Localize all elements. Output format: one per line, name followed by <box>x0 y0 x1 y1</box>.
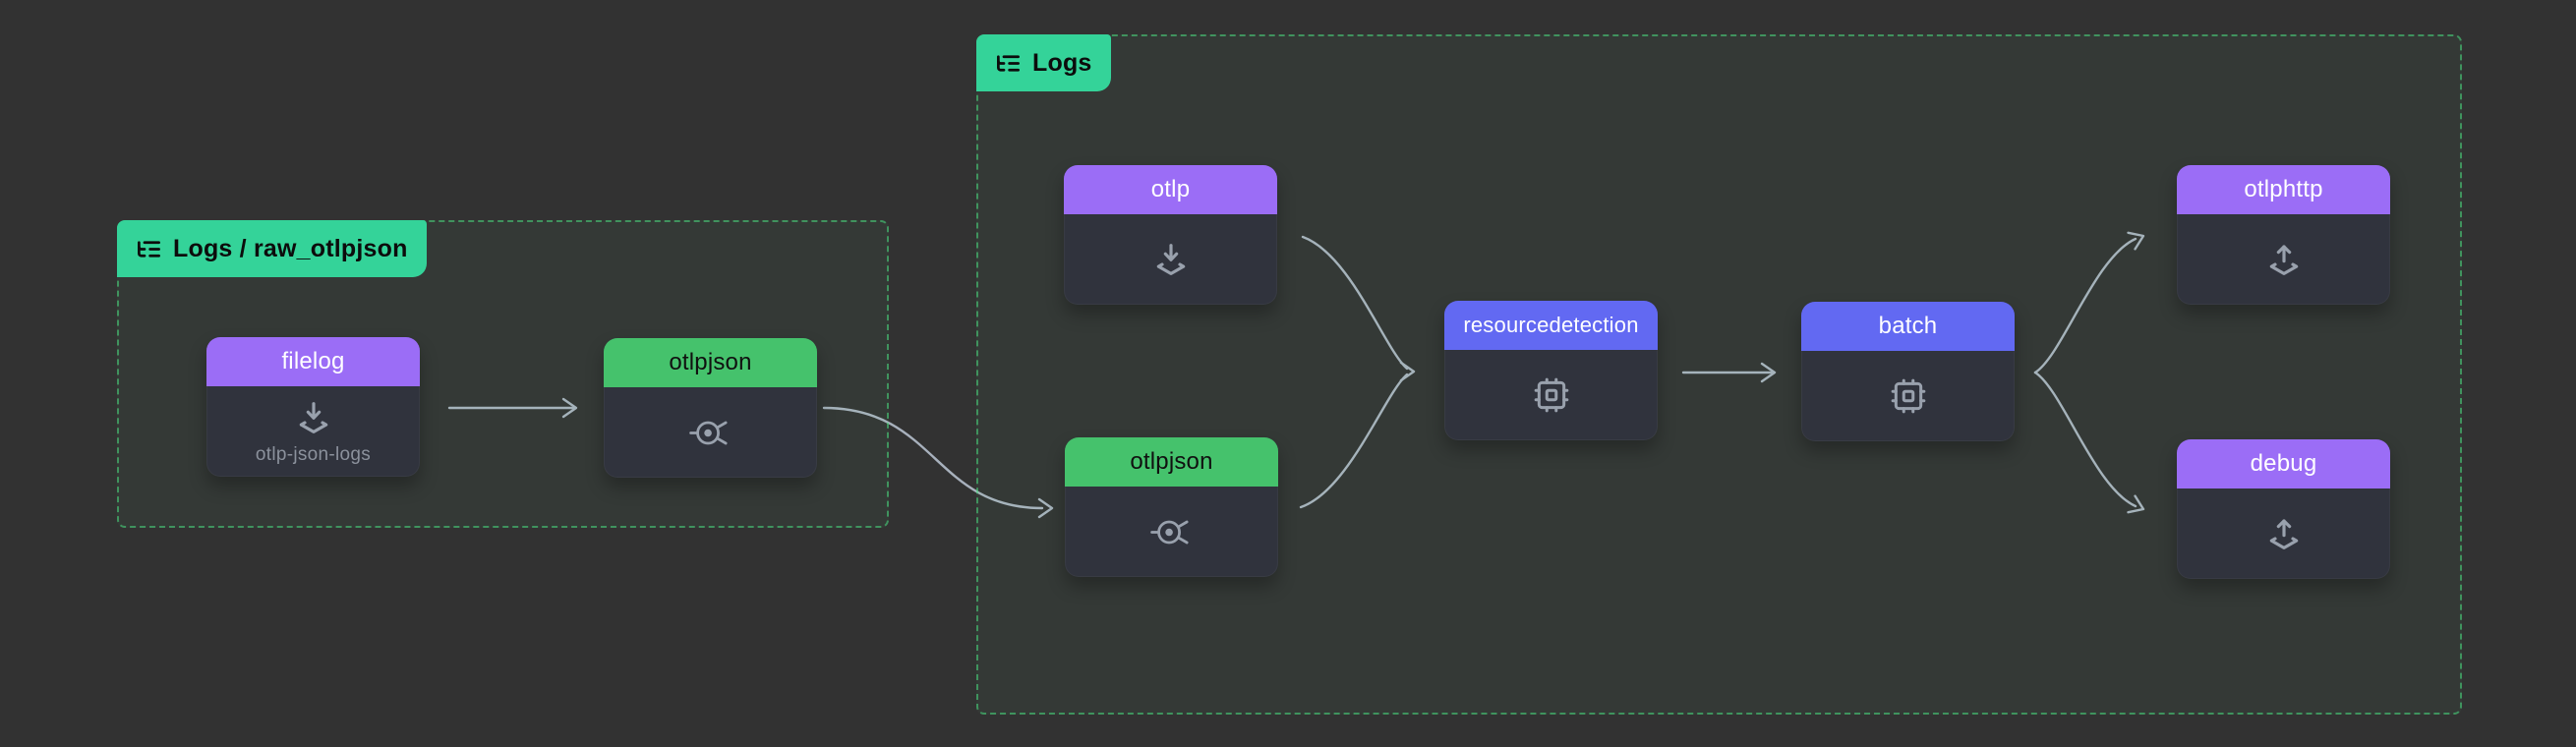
receiver-icon <box>299 401 327 433</box>
node-otlphttp[interactable]: otlphttp <box>2177 165 2390 305</box>
group-label-logs[interactable]: Logs <box>976 34 1111 91</box>
receiver-icon <box>1156 244 1185 275</box>
connector-icon <box>688 421 728 444</box>
cpu-icon <box>1534 377 1568 413</box>
node-filelog[interactable]: filelog otlp-json-logs <box>206 337 420 477</box>
group-label-text: Logs / raw_otlpjson <box>173 234 408 262</box>
group-label-logs-raw-otlpjson[interactable]: Logs / raw_otlpjson <box>117 220 427 277</box>
node-label: filelog <box>281 348 345 374</box>
group-label-text: Logs <box>1032 48 1092 77</box>
node-header: filelog <box>206 337 420 386</box>
node-label: otlpjson <box>1130 448 1213 475</box>
node-header: resourcedetection <box>1444 301 1658 350</box>
node-header: otlpjson <box>1065 437 1278 487</box>
node-header: batch <box>1801 302 2015 351</box>
node-otlpjson-logs[interactable]: otlpjson <box>1065 437 1278 577</box>
node-header: otlp <box>1064 165 1277 214</box>
node-label: otlp <box>1150 176 1191 202</box>
node-otlpjson-raw[interactable]: otlpjson <box>604 338 817 478</box>
node-resourcedetection[interactable]: resourcedetection <box>1444 301 1658 440</box>
connector-icon <box>1149 520 1189 544</box>
node-header: debug <box>2177 439 2390 488</box>
node-subtitle: otlp-json-logs <box>255 443 372 465</box>
node-header: otlpjson <box>604 338 817 387</box>
list-tree-icon <box>997 54 1020 72</box>
pipeline-group-logs: Logs <box>976 34 2462 715</box>
exporter-icon <box>2269 519 2298 549</box>
node-otlp[interactable]: otlp <box>1064 165 1277 305</box>
node-batch[interactable]: batch <box>1801 302 2015 441</box>
node-debug[interactable]: debug <box>2177 439 2390 579</box>
node-label: otlpjson <box>669 349 752 375</box>
node-label: otlphttp <box>2244 176 2323 202</box>
node-label: batch <box>1878 313 1938 339</box>
cpu-icon <box>1891 378 1925 414</box>
node-header: otlphttp <box>2177 165 2390 214</box>
node-label: debug <box>2250 450 2317 477</box>
list-tree-icon <box>138 240 160 258</box>
node-label: resourcedetection <box>1463 313 1639 337</box>
exporter-icon <box>2269 245 2298 275</box>
